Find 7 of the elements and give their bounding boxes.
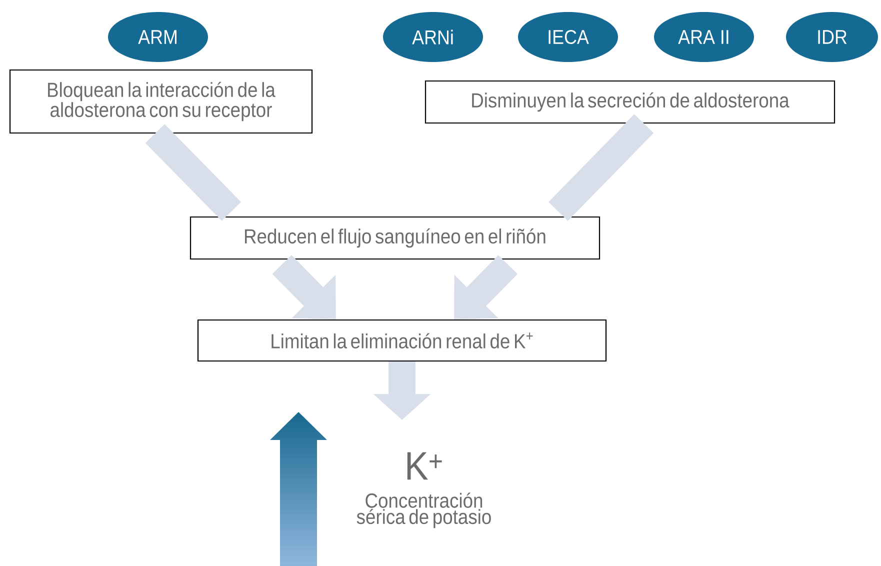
- text-box: Disminuyen la secreción de aldosterona: [424, 80, 836, 124]
- text-box: Limitan la eliminación renal de K$^{+}$: [197, 319, 607, 362]
- potassium-label: K$^{+}$ Concentración sérica de potasio: [356, 452, 491, 528]
- text-box: Reducen el flujo sanguíneo en el riñón: [190, 216, 600, 260]
- text-box: Bloquean la interacción de la aldosterona con su receptor: [9, 69, 313, 134]
- wide-arrow: [454, 255, 518, 320]
- wide-arrow: [272, 255, 336, 320]
